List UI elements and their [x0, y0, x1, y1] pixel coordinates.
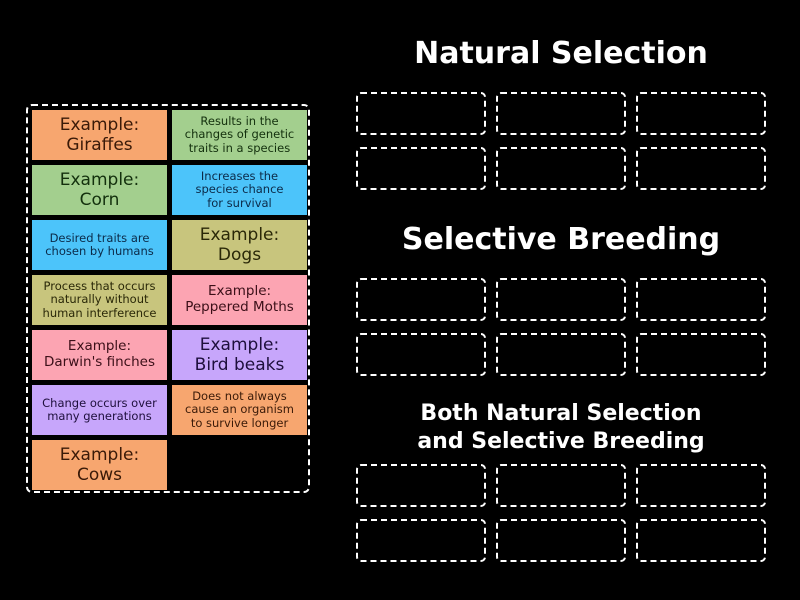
group-heading-selective-breeding: Selective Breeding	[401, 222, 721, 257]
drop-zone-both-6[interactable]	[636, 519, 766, 562]
drop-zone-both-3[interactable]	[636, 464, 766, 507]
drop-zone-selective-breeding-3[interactable]	[636, 278, 766, 321]
drop-zone-selective-breeding-5[interactable]	[496, 333, 626, 376]
drop-zone-selective-breeding-1[interactable]	[356, 278, 486, 321]
tile-example-peppered-moths[interactable]: Example: Peppered Moths	[172, 275, 307, 325]
group-heading-natural-selection: Natural Selection	[414, 36, 708, 71]
drop-zone-natural-selection-5[interactable]	[496, 147, 626, 190]
drop-zone-natural-selection-3[interactable]	[636, 92, 766, 135]
drop-zone-both-1[interactable]	[356, 464, 486, 507]
tile-results-genetic-changes[interactable]: Results in the changes of genetic traits…	[172, 110, 307, 160]
drop-zone-selective-breeding-2[interactable]	[496, 278, 626, 321]
tile-change-many-generations[interactable]: Change occurs over many generations	[32, 385, 167, 435]
drop-zone-selective-breeding-6[interactable]	[636, 333, 766, 376]
drop-zone-natural-selection-4[interactable]	[356, 147, 486, 190]
tile-not-always-survive[interactable]: Does not always cause an organism to sur…	[172, 385, 307, 435]
drop-zone-selective-breeding-4[interactable]	[356, 333, 486, 376]
tile-process-naturally[interactable]: Process that occurs naturally without hu…	[32, 275, 167, 325]
drop-zone-both-2[interactable]	[496, 464, 626, 507]
drop-zone-natural-selection-2[interactable]	[496, 92, 626, 135]
drop-zone-both-4[interactable]	[356, 519, 486, 562]
tile-increases-survival[interactable]: Increases the species chance for surviva…	[172, 165, 307, 215]
tile-example-darwins-finches[interactable]: Example: Darwin's finches	[32, 330, 167, 380]
tile-example-cows[interactable]: Example: Cows	[32, 440, 167, 490]
tile-desired-traits-humans[interactable]: Desired traits are chosen by humans	[32, 220, 167, 270]
drop-zone-natural-selection-6[interactable]	[636, 147, 766, 190]
drop-zone-natural-selection-1[interactable]	[356, 92, 486, 135]
drop-zone-both-5[interactable]	[496, 519, 626, 562]
group-heading-both: Both Natural Selection and Selective Bre…	[417, 401, 705, 454]
tile-example-bird-beaks[interactable]: Example: Bird beaks	[172, 330, 307, 380]
tile-example-giraffes[interactable]: Example: Giraffes	[32, 110, 167, 160]
tile-example-corn[interactable]: Example: Corn	[32, 165, 167, 215]
tile-example-dogs[interactable]: Example: Dogs	[172, 220, 307, 270]
tile-tray	[26, 104, 310, 493]
